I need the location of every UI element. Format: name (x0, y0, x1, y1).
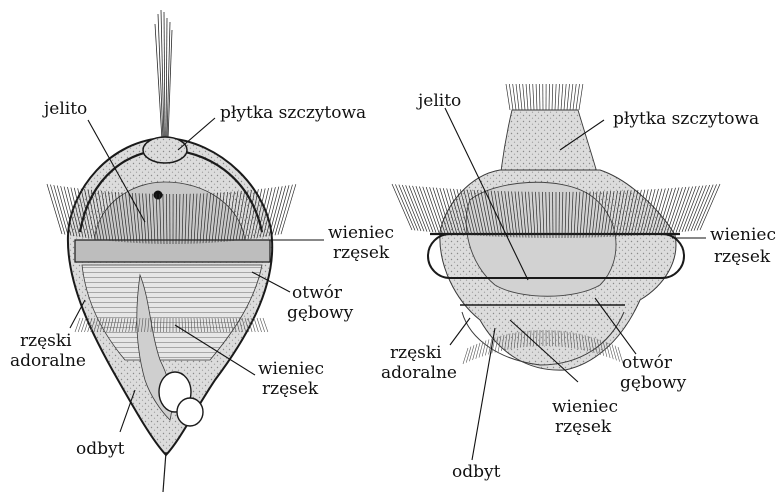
right-label-wieniec-rzesek-bottom-1: wieniec (552, 398, 618, 417)
left-label-wieniec-rzesek-top-1: wieniec (328, 224, 394, 243)
right-label-rzeski-adoralne-1: rzęski (390, 344, 442, 363)
left-label-otwor-gebowy-1: otwór (292, 284, 342, 303)
right-label-otwor-gebowy-2: gębowy (620, 374, 686, 393)
left-label-rzeski-adoralne-1: rzęski (20, 332, 72, 351)
left-apical-bristles (155, 10, 172, 140)
left-label-odbyt: odbyt (76, 440, 124, 459)
left-apical-plate (143, 137, 187, 163)
left-organism (47, 10, 324, 492)
right-label-wieniec-rzesek-top-1: wieniec (710, 226, 776, 245)
left-label-otwor-gebowy-2: gębowy (287, 304, 353, 323)
left-label-wieniec-rzesek-bottom-2: rzęsek (262, 380, 318, 399)
right-label-jelito: jelito (418, 92, 461, 111)
right-label-wieniec-rzesek-bottom-2: rzęsek (555, 418, 611, 437)
right-label-otwor-gebowy-1: otwór (622, 354, 672, 373)
left-label-jelito: jelito (44, 100, 87, 119)
right-label-wieniec-rzesek-top-2: rzęsek (714, 248, 770, 267)
right-label-rzeski-adoralne-2: adoralne (381, 364, 457, 383)
left-label-wieniec-rzesek-top-2: rzęsek (333, 244, 389, 263)
right-apical-bristles (506, 84, 583, 110)
right-corona-cilia (392, 184, 720, 238)
right-label-odbyt: odbyt (452, 463, 500, 482)
left-label-rzeski-adoralne-2: adoralne (10, 352, 86, 371)
left-label-wieniec-rzesek-bottom-1: wieniec (258, 360, 324, 379)
left-label-plytka-szczytowa: płytka szczytowa (220, 104, 366, 123)
right-label-plytka-szczytowa: płytka szczytowa (613, 110, 759, 129)
